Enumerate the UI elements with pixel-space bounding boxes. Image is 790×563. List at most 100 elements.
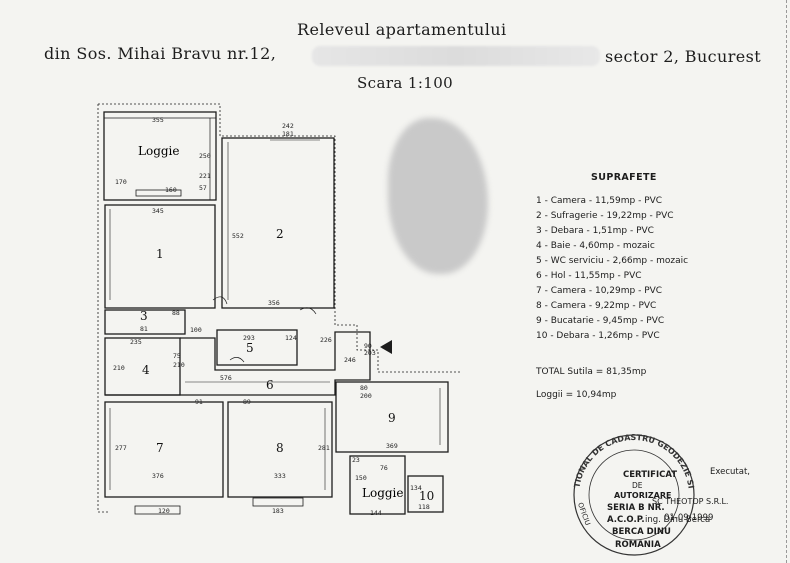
dim-376: 376: [152, 472, 164, 480]
dim-120: 120: [158, 507, 170, 515]
stamp-seria: SERIA B NR.: [607, 503, 665, 513]
hall-6-outline: [105, 331, 371, 396]
stamp-autorizare: AUTORIZARE: [614, 491, 672, 500]
stamp-acop: A.C.O.P.: [607, 515, 645, 525]
dim-552: 552: [232, 232, 244, 240]
address-sector: sector 2, Bucurest: [605, 47, 762, 66]
dim-226: 226: [320, 336, 332, 344]
surface-item: 6 - Hol - 11,55mp - PVC: [536, 271, 642, 281]
dim-281: 281: [318, 444, 330, 452]
surfaces-title: SUPRAFETE: [591, 172, 657, 183]
total-surface: TOTAL Sutila = 81,35mp: [536, 367, 647, 377]
surface-item: 8 - Camera - 9,22mp - PVC: [536, 301, 657, 311]
dim-90: 90: [364, 342, 372, 350]
dim-91: 91: [195, 398, 203, 406]
dim-277: 277: [115, 444, 127, 452]
room-number-1: 1: [156, 247, 164, 261]
redacted-address: [312, 46, 600, 66]
room-1-outline: [104, 204, 216, 309]
dim-181: 181: [282, 130, 294, 138]
stamp-firma: SC THEOTOP S.R.L.: [652, 497, 729, 506]
scale-label: Scara 1:100: [357, 74, 454, 92]
dim-221: 221: [199, 172, 211, 180]
redacted-blot: [388, 118, 488, 274]
room-5-outline: [216, 329, 298, 366]
surface-item: 9 - Bucatarie - 9,45mp - PVC: [536, 316, 665, 326]
dim-170: 170: [115, 178, 127, 186]
page-edge-line: [786, 0, 787, 563]
stamp-berca: BERCA DINU: [612, 527, 671, 537]
surfaces-list: 1 - Camera - 11,59mp - PVC 2 - Sufrageri…: [536, 194, 776, 344]
surface-item: 1 - Camera - 11,59mp - PVC: [536, 196, 663, 206]
dim-160: 160: [165, 186, 177, 194]
room-number-6: 6: [266, 378, 274, 392]
dim-57: 57: [199, 184, 207, 192]
dim-250: 250: [199, 152, 211, 160]
dim-75: 75: [173, 352, 181, 360]
stamp-de: DE: [632, 481, 643, 490]
dim-150: 150: [355, 474, 367, 482]
loggie-bottom-label: Loggie: [362, 486, 404, 500]
document-title: Releveul apartamentului: [297, 20, 507, 39]
loggie-bottom-outline: [349, 455, 406, 515]
room-number-3: 3: [140, 309, 148, 323]
dim-293: 293: [243, 334, 255, 342]
room-7-outline: [104, 401, 224, 498]
room-10-outline: [407, 475, 444, 513]
room-number-5: 5: [246, 341, 254, 355]
room-number-10: 10: [419, 489, 434, 503]
dim-144: 144: [370, 509, 382, 517]
authorization-stamp: TIONAL DE CADASTRU GEODEZIE SI: [572, 433, 696, 556]
dim-124: 124: [285, 334, 297, 342]
surface-item: 5 - WC serviciu - 2,66mp - mozaic: [536, 256, 689, 266]
surface-item: 2 - Sufragerie - 19,22mp - PVC: [536, 211, 674, 221]
address-line: din Sos. Mihai Bravu nr.12,: [44, 44, 277, 63]
dim-333: 333: [274, 472, 286, 480]
surface-item: 10 - Debara - 1,26mp - PVC: [536, 331, 660, 341]
dim-246: 246: [344, 356, 356, 364]
entrance-arrow: [380, 340, 392, 354]
dim-356: 356: [268, 299, 280, 307]
dim-242: 242: [282, 122, 294, 130]
loggie-top-label: Loggie: [138, 144, 180, 158]
loggie-top-outline: [103, 111, 217, 201]
room-number-2: 2: [276, 227, 284, 241]
dim-23: 23: [352, 456, 360, 464]
stamp-romania: ROMANIA: [615, 540, 661, 550]
dim-81: 81: [140, 325, 148, 333]
room-8-outline: [227, 401, 333, 498]
dim-88: 88: [172, 309, 180, 317]
dim-80: 80: [360, 384, 368, 392]
room-9-outline: [335, 381, 449, 453]
dim-576: 576: [220, 374, 232, 382]
stamp-date: 01-09-1999: [664, 513, 714, 523]
dim-369: 369: [386, 442, 398, 450]
stamp-certificat: CERTIFICAT: [623, 470, 678, 480]
dim-210b: 210: [173, 361, 185, 369]
dim-89: 89: [243, 398, 251, 406]
dim-345: 345: [152, 207, 164, 215]
loggii-surface: Loggii = 10,94mp: [536, 390, 617, 400]
room-number-4: 4: [142, 363, 150, 377]
dim-134: 134: [410, 484, 422, 492]
stamp-executat: Executat,: [710, 467, 751, 477]
room-number-9: 9: [388, 411, 396, 425]
surface-item: 7 - Camera - 10,29mp - PVC: [536, 286, 663, 296]
dim-118: 118: [418, 503, 430, 511]
dim-183: 183: [272, 507, 284, 515]
dim-235: 235: [130, 338, 142, 346]
room-3-outline: [104, 309, 186, 335]
dim-210: 210: [113, 364, 125, 372]
dim-200: 200: [360, 392, 372, 400]
room-number-7: 7: [156, 441, 164, 455]
stamp-inginer: ing. Dinu Berca: [645, 515, 711, 525]
surface-item: 3 - Debara - 1,51mp - PVC: [536, 226, 654, 236]
dim-76: 76: [380, 464, 388, 472]
outer-boundary: [98, 103, 460, 373]
room-2-outline: [221, 137, 335, 309]
dim-100: 100: [190, 326, 202, 334]
dim-355: 355: [152, 116, 164, 124]
dim-203: 203: [364, 349, 376, 357]
